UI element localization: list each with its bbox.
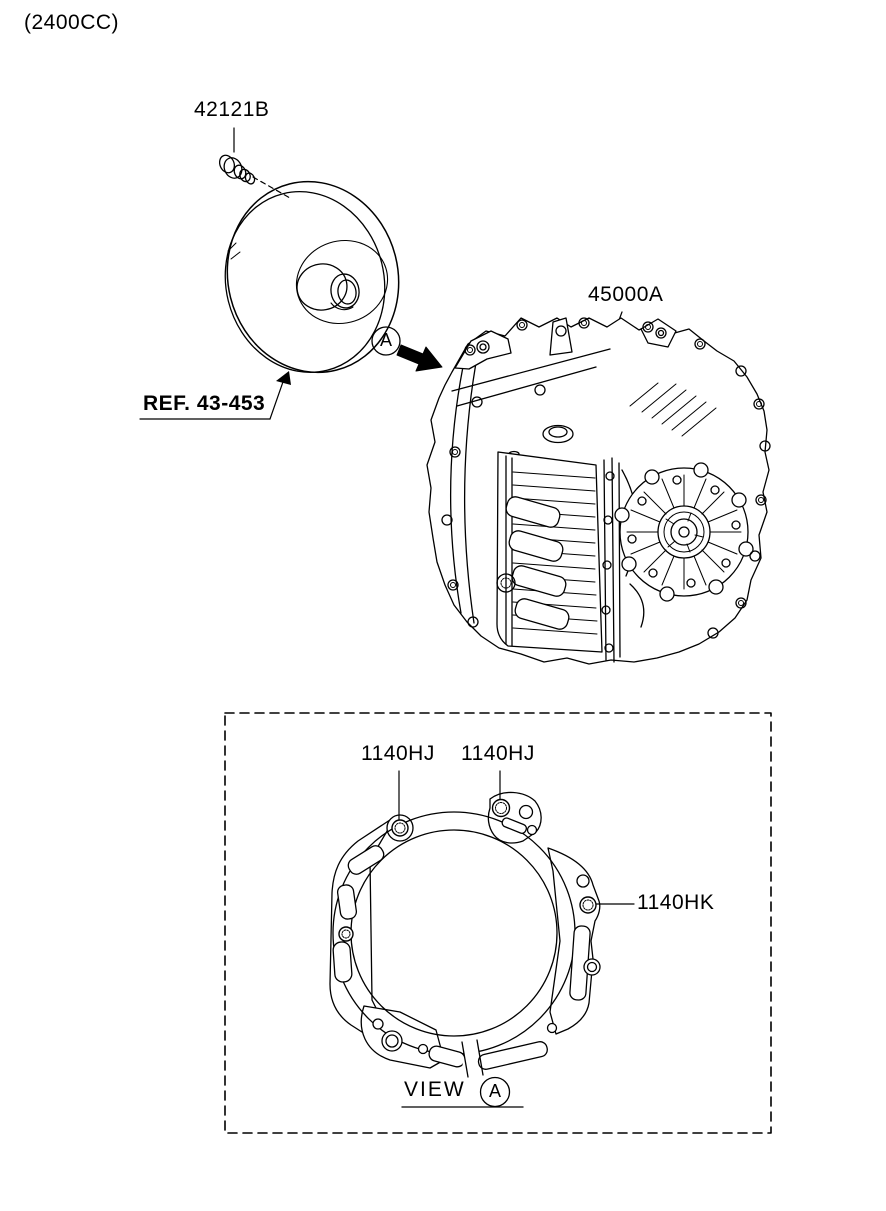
view-a-dashed-border (225, 713, 771, 1133)
gasket-leader-lines (399, 771, 634, 904)
view-direction-circle (372, 327, 400, 355)
part-label-1140HJ-left[interactable]: 1140HJ (361, 742, 435, 765)
part-label-1140HK[interactable]: 1140HK (637, 891, 715, 914)
part-label-45000A[interactable]: 45000A (588, 283, 664, 306)
torque-converter-drawing (206, 163, 418, 390)
ref-arrowhead-icon (276, 371, 291, 385)
ref-link-43-453[interactable]: REF. 43-453 (143, 392, 266, 415)
view-caption-marker-letter: A (488, 1081, 501, 1101)
part-label-1140HJ-center[interactable]: 1140HJ (461, 742, 535, 765)
view-direction-marker-letter: A (379, 330, 392, 350)
part-label-42121B[interactable]: 42121B (194, 98, 270, 121)
bolt-drawing (217, 153, 256, 185)
transaxle-assembly-drawing (427, 318, 770, 664)
view-caption-text: VIEW (404, 1078, 466, 1101)
engine-displacement-title: (2400CC) (24, 11, 120, 34)
direction-arrow-icon (397, 345, 442, 371)
gasket-drawing (330, 771, 634, 1107)
